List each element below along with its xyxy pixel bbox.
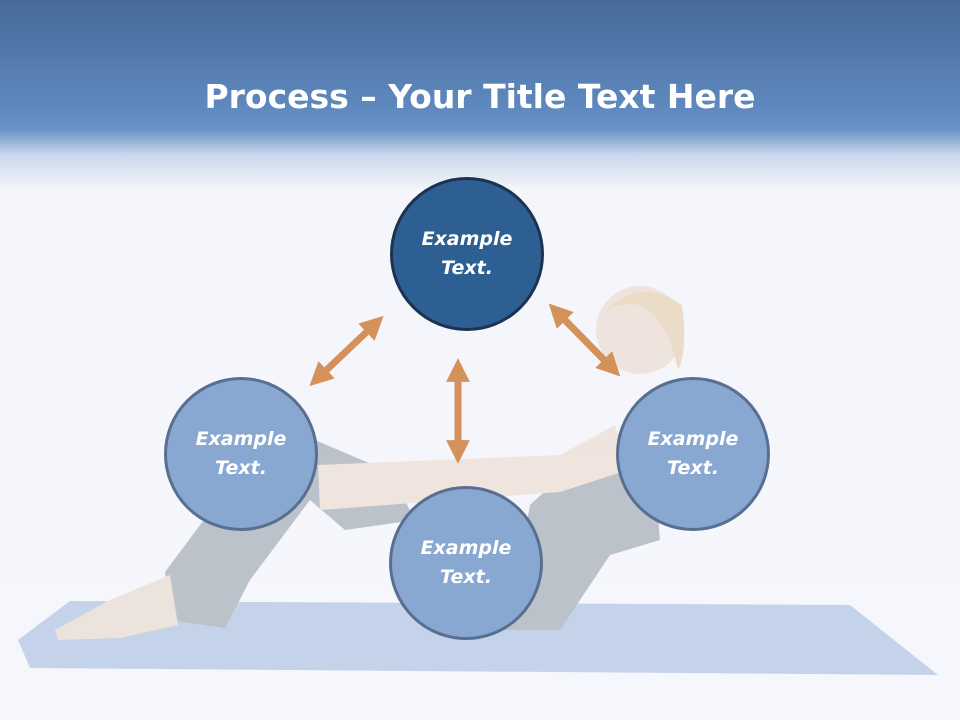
node-bottom: Example Text. [389, 486, 543, 640]
node-left-label: Example Text. [195, 428, 287, 479]
node-top-label: Example Text. [421, 228, 513, 279]
node-bottom-label: Example Text. [420, 537, 512, 588]
figure-hair [604, 291, 685, 370]
slide-title: Process – Your Title Text Here [0, 72, 960, 122]
node-left: Example Text. [164, 377, 318, 531]
figure-feet [55, 575, 178, 640]
arrow-left-top [309, 315, 384, 387]
figure-arms [318, 425, 628, 510]
title-bold: Process [204, 77, 349, 117]
node-right: Example Text. [616, 377, 770, 531]
title-rest: – Your Title Text Here [348, 77, 756, 117]
node-top: Example Text. [390, 177, 544, 331]
arrow-top-right [548, 303, 621, 377]
node-right-label: Example Text. [647, 428, 739, 479]
